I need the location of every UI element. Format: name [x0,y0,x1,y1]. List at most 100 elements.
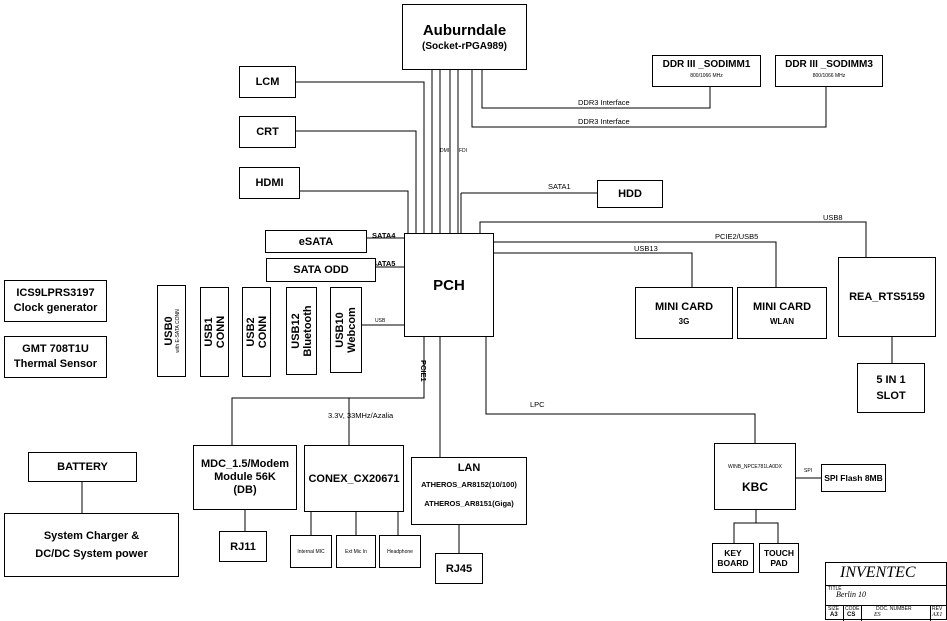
crt-box: CRT [239,116,296,148]
clock-desc: Clock generator [13,302,98,314]
size-label: SIZE [828,606,840,612]
sata4-label: SATA4 [372,231,396,240]
internal-mic-jack: Internal MIC [290,535,332,568]
internal-mic-label: Internal MIC [297,548,325,555]
sata5-label: SATA5 [372,259,396,268]
dimm1-name: DDR III _SODIMM1 [662,59,751,70]
usb0-desc: with E-SATA CONN [174,309,181,353]
usb2-label: USB2 [244,317,257,347]
slot-line2: SLOT [876,390,906,402]
lan-chip-2: ATHEROS_AR8151(Giga) [424,499,514,508]
usb10-label: USB10 [334,312,346,348]
sata-odd-label: SATA ODD [293,264,349,276]
dmi-label: DMI [440,148,450,154]
title-block: INVENTEC TITLE Berlin 10 SIZE A3 CODE CS… [825,562,947,621]
doc-number-value: ES [874,612,881,618]
hdd-label: HDD [618,188,642,200]
battery-label: BATTERY [57,461,108,473]
usb-label: USB [375,318,386,324]
pcie1-label: PCIE1 [419,360,428,382]
usb12-label: USB12 [289,313,302,349]
azalia-label: 3.3V, 33MHz/Azalia [328,411,394,420]
sata-odd-box: SATA ODD [266,258,376,282]
rj11-box: RJ11 [219,531,267,562]
ddr3-link-label-2: DDR3 Interface [578,117,630,126]
battery-box: BATTERY [28,452,137,482]
codec-box: CONEX_CX20671 [304,445,404,512]
modem-box: MDC_1.5/Modem Module 56K (DB) [193,445,297,510]
pch-box: PCH [404,233,494,337]
mini-card-wlan-subtitle: WLAN [770,316,794,326]
mini-card-3g-box: MINI CARD 3G [635,287,733,339]
card-reader-box: REA_RTS5159 [838,257,936,337]
hdd-box: HDD [597,180,663,208]
usb12-desc: Bluetooth [301,305,314,357]
clock-generator-box: ICS9LPRS3197 Clock generator [4,280,107,322]
mini-card-wlan-title: MINI CARD [752,300,812,313]
ext-mic-jack: Ext Mic In [336,535,376,568]
modem-line2: Module 56K [214,471,276,483]
mini-card-3g-subtitle: 3G [678,316,690,326]
usb0-label: USB0 [162,316,175,346]
headphone-label: Headphone [387,548,413,555]
thermal-sensor-box: GMT 708T1U Thermal Sensor [4,336,107,378]
size-value: A3 [830,612,838,618]
title-label: TITLE [828,586,842,592]
touchpad-line2: PAD [770,558,788,568]
charger-box: System Charger & DC/DC System power [4,513,179,577]
spi-flash-label: SPI Flash 8MB [824,473,883,483]
mini-card-3g-title: MINI CARD [654,300,714,313]
rev-label: REV [932,606,943,612]
company-name: INVENTEC [840,564,916,581]
thermal-chip: GMT 708T1U [22,343,89,355]
pcie2-usb5-label: PCIE2/USB5 [715,232,759,241]
charger-line1: System Charger & [43,530,140,542]
codec-label: CONEX_CX20671 [308,472,400,485]
sata1-label: SATA1 [548,182,571,191]
crt-label: CRT [256,126,279,138]
usb13-label: USB13 [634,244,658,253]
touchpad-line1: TOUCH [763,548,795,558]
doc-number-label: DOC. NUMBER [876,606,912,612]
kbc-label: KBC [742,480,768,494]
card-reader-label: REA_RTS5159 [849,291,925,303]
lcm-label: LCM [255,76,280,88]
fdi-label: FDI [459,148,468,154]
rj45-box: RJ45 [435,553,483,584]
clock-chip: ICS9LPRS3197 [16,287,95,299]
usb8-label: USB8 [823,213,843,222]
charger-line2: DC/DC System power [35,548,148,560]
lpc-label: LPC [530,400,545,409]
board-title: Berlin 10 [836,590,866,599]
ddr3-link-label-1: DDR3 Interface [578,98,630,107]
thermal-desc: Thermal Sensor [13,358,98,370]
modem-line1: MDC_1.5/Modem [200,458,290,470]
spi-flash-box: SPI Flash 8MB [821,464,886,492]
rev-value: AX1 [932,612,943,618]
esata-box: eSATA [265,230,367,253]
dimm1-speed: 800/1066 MHz [690,73,723,79]
code-label: CODE [845,606,860,612]
kbc-box: WINB_NPCE781LA0DX KBC [714,443,796,510]
slot-box: 5 IN 1 SLOT [857,363,925,413]
keyboard-box: KEY BOARD [712,543,754,573]
hdmi-box: HDMI [239,167,300,199]
usb1-desc: CONN [214,315,227,349]
rj45-label: RJ45 [445,562,473,575]
usb10-desc: Webcom [346,307,358,353]
keyboard-line2: BOARD [717,558,749,568]
usb1-label: USB1 [202,317,215,347]
cpu-socket: (Socket-rPGA989) [421,41,508,52]
cpu-box: Auburndale (Socket-rPGA989) [402,4,527,70]
dimm3-name: DDR III _SODIMM3 [785,59,873,70]
kbc-chip: WINB_NPCE781LA0DX [728,464,782,470]
lan-box: LAN ATHEROS_AR8152(10/100) ATHEROS_AR815… [411,457,527,525]
dimm3-box: DDR III _SODIMM3 800/1066 MHz [775,55,883,87]
esata-label: eSATA [298,235,334,248]
lcm-box: LCM [239,66,296,98]
